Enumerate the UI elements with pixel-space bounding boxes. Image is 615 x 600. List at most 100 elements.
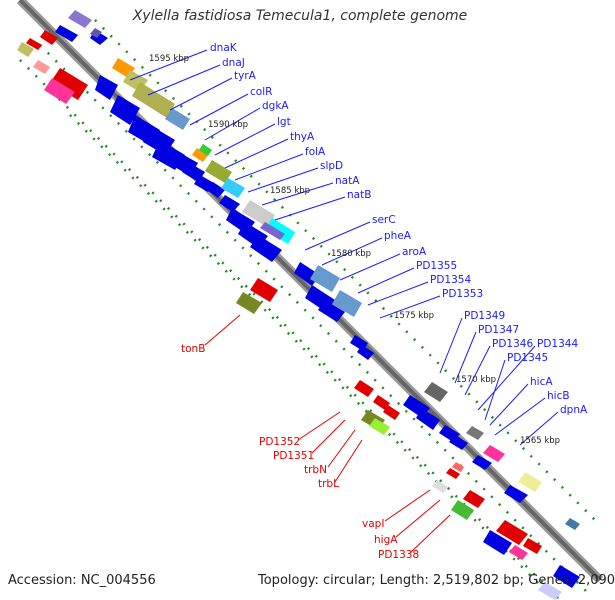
gene-label: serC	[372, 214, 396, 226]
dotted-track-inner-1	[94, 19, 601, 526]
gene-label: tonB	[181, 343, 206, 355]
gene-arrow-reverse	[383, 405, 400, 420]
gene-arrow	[207, 182, 225, 198]
gene-block-green	[199, 144, 212, 156]
gene-label: higA	[374, 534, 398, 546]
gene-arrow	[504, 485, 528, 503]
gene-label: PD1351	[273, 450, 315, 462]
gene-block-gray	[242, 200, 275, 227]
gene-arrow-reverse	[26, 38, 42, 50]
genome-map: Xylella fastidiosa Temecula1, complete g…	[8, 0, 615, 600]
tick-label: 1570 kbp	[456, 375, 497, 385]
gene-block-olive	[205, 160, 232, 183]
gene-arrow-reverse	[496, 520, 528, 545]
dotted-track-inner-2	[69, 114, 541, 586]
gene-label: thyA	[290, 131, 315, 143]
tick-label: 1590 kbp	[208, 120, 249, 130]
gene-arrow	[95, 75, 118, 100]
dotted-tracks	[19, 19, 601, 600]
gene-label: dnaJ	[222, 57, 245, 69]
reverse-strand-genes	[17, 30, 542, 560]
gene-label: trbL	[318, 478, 339, 490]
tick-label: 1595 kbp	[149, 54, 190, 64]
gene-label: pheA	[384, 230, 411, 242]
leader-lines	[129, 49, 559, 554]
gene-arrow	[110, 95, 140, 125]
gene-arrow	[219, 195, 240, 212]
gene-label: PD1338	[378, 549, 420, 561]
gene-arrow	[250, 235, 282, 262]
gene-label: dnaK	[210, 42, 237, 54]
gene-arrow	[318, 300, 345, 322]
gene-block-steel	[565, 518, 580, 530]
gene-block-steel	[332, 290, 362, 317]
gene-label: trbN	[304, 464, 327, 476]
gene-label: slpD	[320, 160, 344, 172]
gene-label: PD1354	[430, 274, 472, 286]
gene-arrow-reverse	[250, 278, 278, 302]
gene-block-purple	[90, 28, 102, 38]
gene-block-pale-yellow	[518, 472, 542, 492]
gene-arrow	[357, 345, 374, 360]
gene-label: hicA	[530, 376, 553, 388]
gene-block-steel	[310, 265, 340, 292]
gene-arrow-reverse	[523, 538, 542, 554]
gene-label: PD1353	[442, 288, 484, 300]
gene-label: PD1345	[507, 352, 549, 364]
gene-arrow-reverse	[446, 468, 460, 479]
gene-arrow	[449, 435, 468, 450]
gene-block-salmon	[33, 60, 50, 74]
gene-label: PD1349	[464, 310, 506, 322]
gene-label: hicB	[547, 390, 570, 402]
gene-block-purple	[68, 10, 92, 28]
colored-gene-blocks	[68, 10, 580, 600]
gene-label: tyrA	[234, 70, 256, 82]
gene-block-olive	[132, 82, 175, 118]
gene-arrow	[472, 455, 492, 470]
gene-label: lgt	[277, 116, 291, 128]
gene-label: vapI	[362, 518, 385, 530]
map-title: Xylella fastidiosa Temecula1, complete g…	[132, 8, 468, 24]
gene-arrow-reverse	[354, 380, 374, 397]
gene-label: aroA	[402, 246, 427, 258]
gene-block-magenta	[44, 78, 75, 104]
gene-label: dgkA	[262, 100, 289, 112]
gene-block-steel	[165, 108, 190, 130]
gene-block-pink	[483, 445, 505, 462]
tick-label: 1565 kbp	[520, 436, 561, 446]
gene-label: folA	[305, 146, 326, 158]
gene-block-olive	[236, 292, 262, 314]
gene-label: PD1352	[259, 436, 301, 448]
gene-block-dark-gray	[424, 382, 448, 402]
gene-block-green	[451, 500, 474, 520]
gene-block-magenta	[509, 545, 528, 560]
gene-arrow	[553, 565, 580, 588]
gene-label: PD1346	[492, 338, 534, 350]
gene-block-dark-gray	[466, 426, 484, 440]
gene-arrow-reverse	[40, 30, 58, 45]
gene-label: PD1355	[416, 260, 458, 272]
gene-label: PD1347	[478, 324, 520, 336]
gene-arrow-reverse	[50, 68, 88, 100]
gene-label: natB	[347, 189, 372, 201]
tick-label: 1580 kbp	[331, 249, 372, 259]
gene-label: colR	[250, 86, 273, 98]
gene-arrow-reverse	[463, 490, 485, 508]
tick-label: 1585 kbp	[270, 186, 311, 196]
genome-map-canvas	[16, 0, 604, 600]
accession-text: Accession: NC_004556	[8, 573, 156, 588]
tick-label: 1575 kbp	[394, 311, 435, 321]
gene-arrow	[416, 408, 440, 430]
gene-block-lavender	[538, 582, 562, 600]
gene-block-purple	[260, 222, 285, 240]
gene-arrow-reverse	[373, 395, 390, 410]
gene-block-olive	[17, 42, 34, 57]
gene-arrow-reverse	[452, 462, 464, 472]
gene-arrow	[55, 25, 78, 42]
gene-label: PD1344	[537, 338, 579, 350]
forward-strand-genes	[55, 25, 580, 588]
gene-block-light-gray	[432, 480, 448, 493]
gene-block-orange	[192, 148, 208, 162]
gene-block-cyan	[221, 178, 245, 198]
gene-block-lime	[369, 418, 390, 435]
